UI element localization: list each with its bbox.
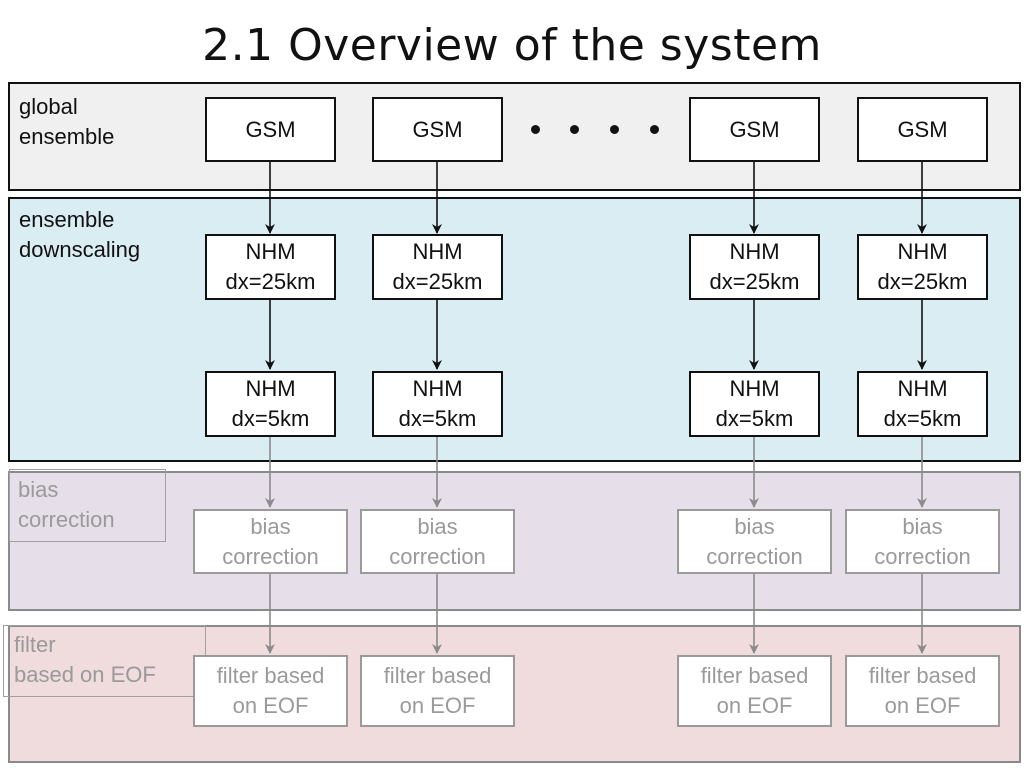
nhm-5km-box: NHM dx=5km [689, 371, 820, 437]
nhm-5km-box-line1: NHM [412, 376, 463, 401]
nhm-5km-box-line2: dx=5km [398, 406, 477, 431]
bias-correction-box: bias correction [845, 509, 1000, 574]
nhm-25km-box-line2: dx=25km [225, 269, 316, 294]
nhm-25km-box-line1: NHM [412, 239, 463, 264]
filter-eof-label: filter based on EOF [14, 630, 156, 690]
ellipsis-dot [570, 125, 579, 134]
page-title: 2.1 Overview of the system [202, 20, 822, 71]
nhm-25km-box-line2: dx=25km [877, 269, 968, 294]
filter-eof-box-line2: on EOF [232, 693, 309, 718]
bias-correction-box-line2: correction [389, 543, 486, 569]
filter-eof-label-line2: based on EOF [14, 662, 156, 687]
nhm-25km-box-line1: NHM [245, 239, 296, 264]
nhm-5km-box-line2: dx=5km [231, 406, 310, 431]
ensemble-downscaling-label-line1: ensemble [19, 207, 115, 232]
nhm-25km-box-line1: NHM [897, 239, 948, 264]
gsm-box-label: GSM [729, 116, 780, 142]
nhm-5km-box: NHM dx=5km [857, 371, 988, 437]
filter-eof-box: filter based on EOF [677, 655, 832, 727]
filter-eof-box-line2: on EOF [399, 693, 476, 718]
gsm-box: GSM [372, 97, 503, 162]
filter-eof-box: filter based on EOF [360, 655, 515, 727]
ensemble-downscaling-label: ensemble downscaling [19, 205, 140, 265]
bias-correction-label-line2: correction [18, 507, 115, 532]
bias-correction-box: bias correction [677, 509, 832, 574]
nhm-25km-box: NHM dx=25km [372, 234, 503, 300]
bias-correction-label-frame [9, 469, 166, 542]
nhm-5km-box-line1: NHM [729, 376, 780, 401]
nhm-5km-box: NHM dx=5km [372, 371, 503, 437]
gsm-box: GSM [205, 97, 336, 162]
nhm-5km-box-line2: dx=5km [715, 406, 794, 431]
ensemble-downscaling-label-line2: downscaling [19, 237, 141, 262]
nhm-5km-box: NHM dx=5km [205, 371, 336, 437]
global-ensemble-label-line1: global [19, 94, 78, 119]
ellipsis-dot [610, 125, 619, 134]
nhm-25km-box: NHM dx=25km [689, 234, 820, 300]
filter-eof-box-line1: filter based [700, 663, 809, 688]
bias-correction-box-line2: correction [706, 543, 803, 569]
bias-correction-box: bias correction [193, 509, 348, 574]
filter-eof-box: filter based on EOF [845, 655, 1000, 727]
filter-eof-label-line1: filter [14, 632, 56, 657]
nhm-5km-box-line2: dx=5km [883, 406, 962, 431]
global-ensemble-label-line2: ensemble [19, 124, 115, 149]
nhm-25km-box-line1: NHM [729, 239, 780, 264]
filter-eof-box-line2: on EOF [716, 693, 793, 718]
filter-eof-box-line1: filter based [216, 663, 325, 688]
gsm-box: GSM [689, 97, 820, 162]
filter-eof-box-line1: filter based [383, 663, 492, 688]
bias-correction-box: bias correction [360, 509, 515, 574]
bias-correction-box-line2: correction [222, 543, 319, 569]
ellipsis-dot [650, 125, 659, 134]
nhm-25km-box-line2: dx=25km [392, 269, 483, 294]
ellipsis-dot [531, 125, 540, 134]
filter-eof-box-line2: on EOF [884, 693, 961, 718]
filter-eof-box-line1: filter based [868, 663, 977, 688]
bias-correction-label: bias correction [18, 475, 115, 535]
global-ensemble-band [8, 82, 1021, 191]
ensemble-downscaling-band [8, 197, 1021, 462]
bias-correction-box-line1: bias [250, 513, 291, 539]
bias-correction-box-line2: correction [874, 543, 971, 569]
gsm-box-label: GSM [245, 116, 296, 142]
nhm-25km-box: NHM dx=25km [857, 234, 988, 300]
bias-correction-label-line1: bias [18, 477, 59, 502]
gsm-box-label: GSM [897, 116, 948, 142]
ellipsis-dots [525, 120, 665, 140]
nhm-25km-box: NHM dx=25km [205, 234, 336, 300]
nhm-25km-box-line2: dx=25km [709, 269, 800, 294]
bias-correction-box-line1: bias [734, 513, 775, 539]
bias-correction-box-line1: bias [417, 513, 458, 539]
global-ensemble-label: global ensemble [19, 92, 114, 152]
filter-eof-box: filter based on EOF [193, 655, 348, 727]
nhm-5km-box-line1: NHM [897, 376, 948, 401]
gsm-box: GSM [857, 97, 988, 162]
gsm-box-label: GSM [412, 116, 463, 142]
nhm-5km-box-line1: NHM [245, 376, 296, 401]
bias-correction-box-line1: bias [902, 513, 943, 539]
